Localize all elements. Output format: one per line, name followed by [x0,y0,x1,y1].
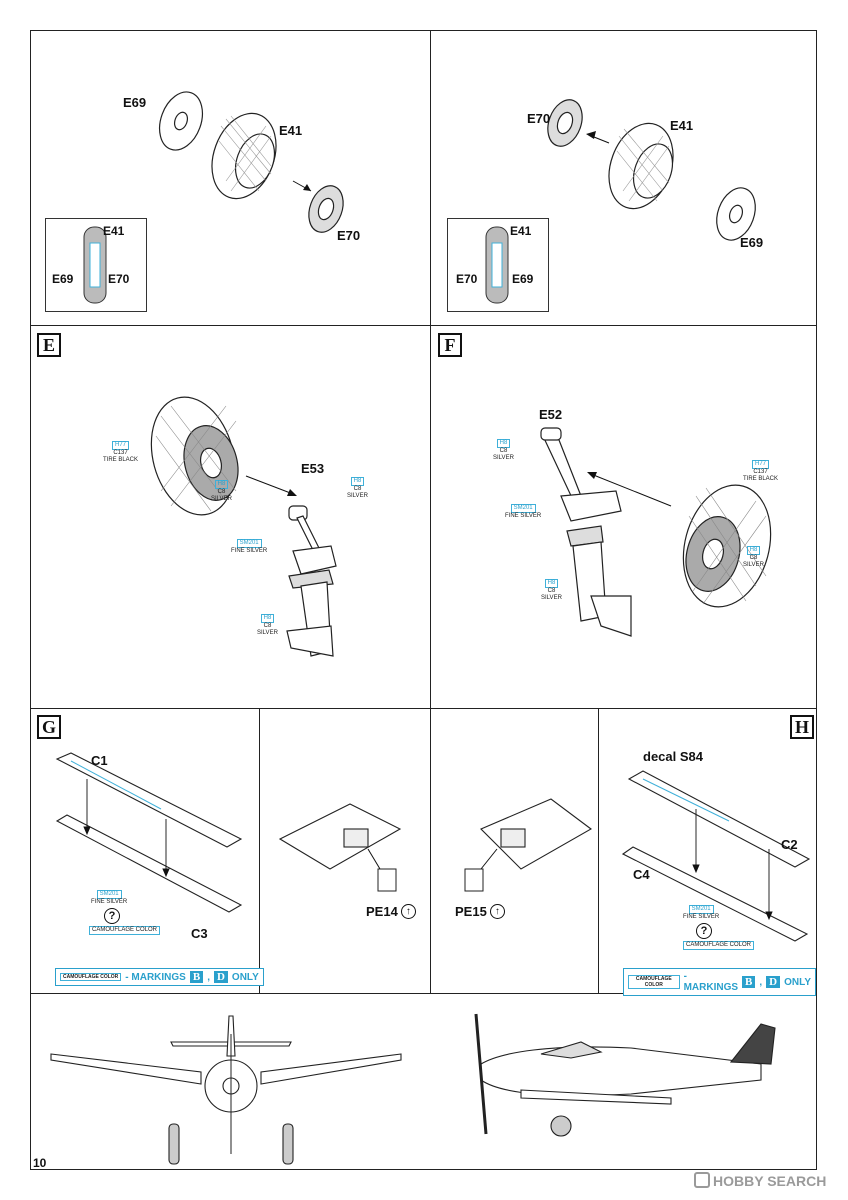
markings-note-h: CAMOUFLAGE COLOR - MARKINGS B , D ONLY [623,968,816,996]
part-label: C2 [781,837,798,852]
gear-door-assembly-g [55,752,243,913]
arrow-up-icon: ↑ [489,904,505,919]
part-label: C3 [191,926,208,941]
part-label: E70 [108,272,130,286]
aircraft-side-view [474,1013,776,1137]
paint-callout: H8 C8 SILVER [211,480,232,502]
photo-etch-label: PE14↑ [366,904,416,919]
paint-callout: H77 C137 TIRE BLACK [103,441,139,463]
paint-callout: SM201 FINE SILVER [231,539,268,554]
camouflage-color-box: CAMOUFLAGE COLOR [683,941,755,950]
part-label: E70 [337,228,361,243]
paint-callout: H77 C137 TIRE BLACK [743,460,779,482]
paint-callout: H8 C8 SILVER [743,546,764,568]
part-label: E70 [527,111,551,126]
question-icon: ? [696,923,712,939]
paint-callout: H8 C8 SILVER [493,439,514,461]
main-gear-assembly-e [150,396,337,657]
part-label: E41 [279,123,303,138]
part-label: C1 [91,753,108,768]
divider [31,325,816,326]
markings-note-g: CAMOUFLAGE COLOR - MARKINGS B , D ONLY [55,968,264,986]
paint-callout: SM201 FINE SILVER [683,905,720,920]
divider [430,31,431,993]
part-label: E69 [740,235,764,250]
wheel-section-diagram [83,226,107,304]
part-label: E69 [52,272,74,286]
part-label: E52 [539,407,563,422]
part-label: E69 [123,95,147,110]
photo-etch-detail-h [464,798,592,892]
instruction-page: E69 E41 E70 E41 E69 E70 E70 E41 E69 [30,30,817,1170]
question-icon: ? [104,908,120,924]
divider [31,993,816,994]
page-number: 10 [33,1156,47,1170]
wheel-assembly-right [547,99,756,241]
step-marker-f: F [438,333,462,357]
divider [598,708,599,993]
step-marker-g: G [37,715,61,739]
divider [31,708,816,709]
watermark: HOBBY SEARCH [694,1172,826,1189]
paint-callout: SM201 FINE SILVER [505,504,542,519]
divider [259,708,260,993]
step-marker-h: H [790,715,814,739]
wheel-inset-left: E41 E69 E70 [45,218,147,312]
watermark-logo-icon [694,1172,710,1188]
paint-callout: SM201 FINE SILVER [91,890,128,905]
part-label: C4 [633,867,650,882]
gear-door-assembly-h [621,770,811,942]
paint-callout: H8 C8 SILVER [347,477,368,499]
aircraft-front-view [50,1015,402,1165]
arrow-up-icon: ↑ [400,904,416,919]
wheel-inset-right: E41 E70 E69 [447,218,549,312]
paint-callout: H8 C8 SILVER [541,579,562,601]
step-marker-e: E [37,333,61,357]
part-label: E53 [301,461,325,476]
camouflage-color-box: CAMOUFLAGE COLOR [89,926,161,935]
part-label: E69 [512,272,534,286]
part-label: E41 [670,118,694,133]
part-label: E41 [103,224,125,238]
decal-label: decal S84 [643,749,703,764]
main-gear-assembly-f [540,427,772,637]
wheel-section-diagram [485,226,509,304]
photo-etch-label: PE15↑ [455,904,505,919]
photo-etch-detail-g [278,803,402,892]
part-label: E41 [510,224,532,238]
part-label: E70 [456,272,478,286]
paint-callout: H8 C8 SILVER [257,614,278,636]
wheel-assembly-left [158,91,344,233]
